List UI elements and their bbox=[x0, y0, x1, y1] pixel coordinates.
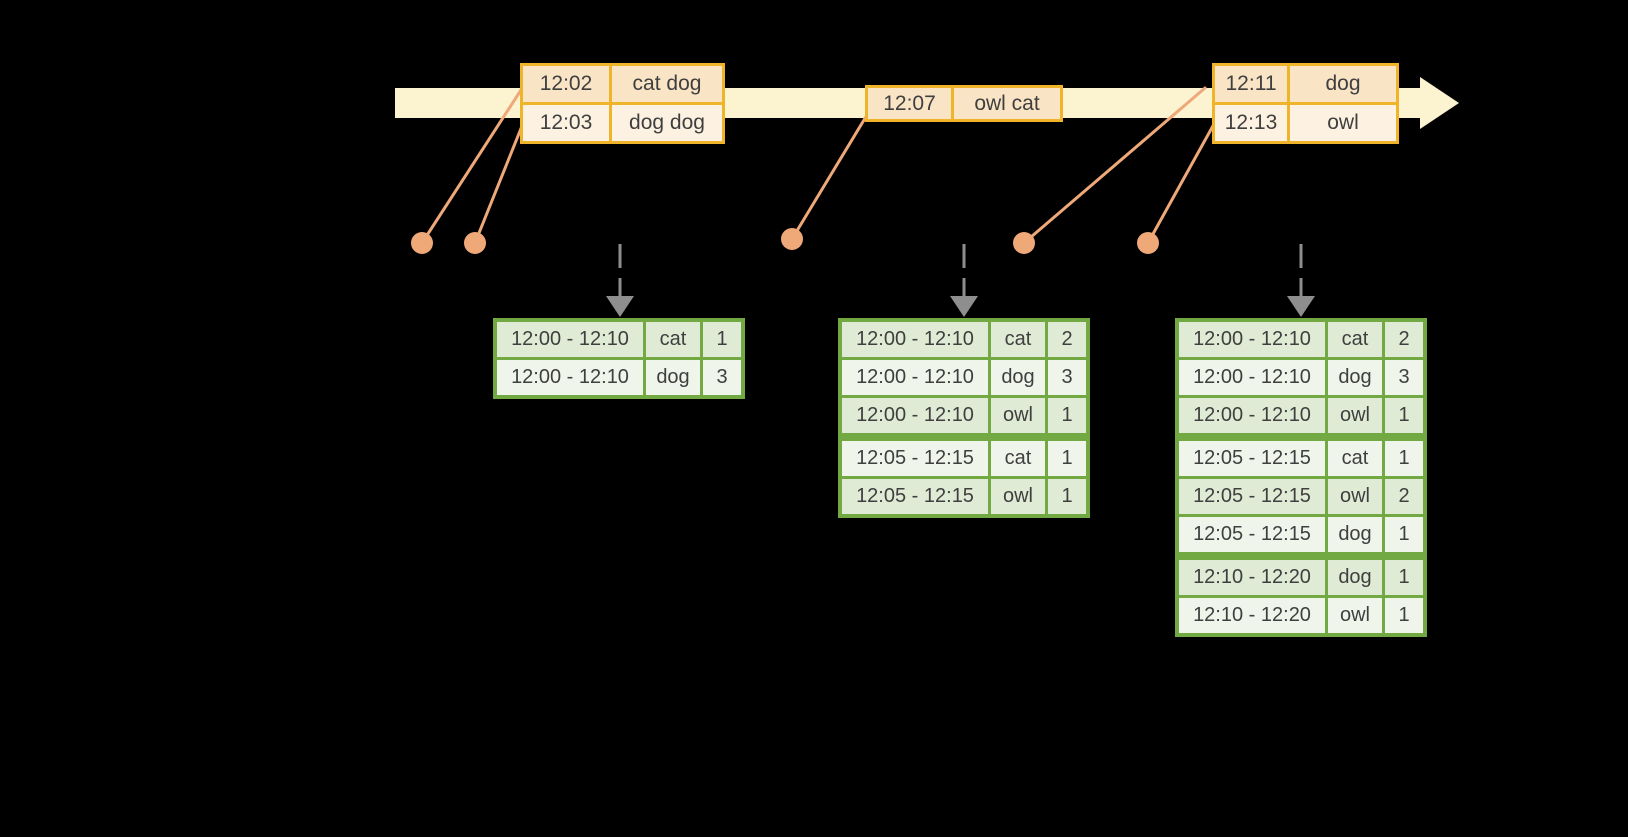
event-connector bbox=[473, 124, 524, 245]
event-table-2: 12:07 owl cat bbox=[865, 85, 1063, 122]
window-cell: 12:00 - 12:10 bbox=[1179, 322, 1325, 357]
result-row: 12:00 - 12:10 cat 2 bbox=[842, 322, 1086, 357]
event-words-cell: owl cat bbox=[954, 88, 1060, 119]
result-row: 12:10 - 12:20 owl 1 bbox=[1179, 598, 1423, 633]
event-dot bbox=[1137, 232, 1159, 254]
event-connector bbox=[1022, 86, 1207, 245]
timeline-arrowhead-icon bbox=[1420, 77, 1459, 129]
count-cell: 2 bbox=[1048, 322, 1086, 357]
window-cell: 12:00 - 12:10 bbox=[842, 398, 988, 433]
window-cell: 12:10 - 12:20 bbox=[1179, 598, 1325, 633]
event-table-3: 12:11 dog 12:13 owl bbox=[1212, 63, 1399, 144]
count-cell: 1 bbox=[1048, 398, 1086, 433]
trigger-arrowhead-icon bbox=[1287, 296, 1315, 317]
word-cell: cat bbox=[991, 441, 1045, 476]
event-words-cell: dog dog bbox=[612, 105, 722, 141]
trigger-arrowhead-icon bbox=[606, 296, 634, 317]
event-time-cell: 12:02 bbox=[523, 66, 609, 102]
result-table-2: 12:00 - 12:10 cat 2 12:00 - 12:10 dog 3 … bbox=[838, 318, 1090, 518]
result-row: 12:05 - 12:15 owl 2 bbox=[1179, 479, 1423, 514]
result-row: 12:05 - 12:15 cat 1 bbox=[1179, 441, 1423, 476]
event-connector bbox=[1146, 122, 1216, 245]
result-row: 12:00 - 12:10 cat 1 bbox=[497, 322, 741, 357]
window-cell: 12:05 - 12:15 bbox=[842, 441, 988, 476]
word-cell: owl bbox=[1328, 398, 1382, 433]
count-cell: 1 bbox=[1385, 598, 1423, 633]
result-table-3: 12:00 - 12:10 cat 2 12:00 - 12:10 dog 3 … bbox=[1175, 318, 1427, 637]
count-cell: 1 bbox=[1385, 398, 1423, 433]
count-cell: 2 bbox=[1385, 322, 1423, 357]
window-cell: 12:00 - 12:10 bbox=[497, 322, 643, 357]
word-cell: dog bbox=[1328, 560, 1382, 595]
word-cell: dog bbox=[1328, 517, 1382, 552]
count-cell: 3 bbox=[1385, 360, 1423, 395]
event-words-cell: cat dog bbox=[612, 66, 722, 102]
event-words-cell: owl bbox=[1290, 105, 1396, 141]
count-cell: 1 bbox=[1385, 517, 1423, 552]
count-cell: 1 bbox=[1385, 560, 1423, 595]
event-words-cell: dog bbox=[1290, 66, 1396, 102]
count-cell: 2 bbox=[1385, 479, 1423, 514]
event-time-cell: 12:13 bbox=[1215, 105, 1287, 141]
window-cell: 12:10 - 12:20 bbox=[1179, 560, 1325, 595]
count-cell: 1 bbox=[703, 322, 741, 357]
word-cell: cat bbox=[991, 322, 1045, 357]
event-dot bbox=[464, 232, 486, 254]
result-row: 12:00 - 12:10 cat 2 bbox=[1179, 322, 1423, 357]
count-cell: 3 bbox=[1048, 360, 1086, 395]
count-cell: 1 bbox=[1385, 441, 1423, 476]
word-cell: cat bbox=[1328, 322, 1382, 357]
result-row: 12:10 - 12:20 dog 1 bbox=[1179, 560, 1423, 595]
event-dot bbox=[1013, 232, 1035, 254]
window-cell: 12:00 - 12:10 bbox=[842, 360, 988, 395]
result-row: 12:05 - 12:15 owl 1 bbox=[842, 479, 1086, 514]
result-row: 12:00 - 12:10 dog 3 bbox=[497, 360, 741, 395]
word-cell: dog bbox=[1328, 360, 1382, 395]
result-row: 12:05 - 12:15 cat 1 bbox=[842, 441, 1086, 476]
result-row: 12:00 - 12:10 owl 1 bbox=[1179, 398, 1423, 433]
event-time-cell: 12:11 bbox=[1215, 66, 1287, 102]
event-time-cell: 12:07 bbox=[868, 88, 951, 119]
result-row: 12:00 - 12:10 dog 3 bbox=[842, 360, 1086, 395]
result-row: 12:00 - 12:10 dog 3 bbox=[1179, 360, 1423, 395]
event-dot bbox=[781, 228, 803, 250]
result-row: 12:05 - 12:15 dog 1 bbox=[1179, 517, 1423, 552]
event-table-1: 12:02 cat dog 12:03 dog dog bbox=[520, 63, 725, 144]
word-cell: dog bbox=[991, 360, 1045, 395]
event-dot bbox=[411, 232, 433, 254]
window-cell: 12:05 - 12:15 bbox=[1179, 517, 1325, 552]
word-cell: owl bbox=[991, 398, 1045, 433]
window-cell: 12:05 - 12:15 bbox=[1179, 441, 1325, 476]
window-cell: 12:00 - 12:10 bbox=[1179, 398, 1325, 433]
event-time-cell: 12:03 bbox=[523, 105, 609, 141]
word-cell: cat bbox=[1328, 441, 1382, 476]
trigger-arrowhead-icon bbox=[950, 296, 978, 317]
result-table-1: 12:00 - 12:10 cat 1 12:00 - 12:10 dog 3 bbox=[493, 318, 745, 399]
count-cell: 1 bbox=[1048, 441, 1086, 476]
count-cell: 1 bbox=[1048, 479, 1086, 514]
result-row: 12:00 - 12:10 owl 1 bbox=[842, 398, 1086, 433]
window-cell: 12:05 - 12:15 bbox=[842, 479, 988, 514]
window-cell: 12:00 - 12:10 bbox=[842, 322, 988, 357]
window-cell: 12:05 - 12:15 bbox=[1179, 479, 1325, 514]
word-cell: owl bbox=[991, 479, 1045, 514]
event-connector bbox=[420, 88, 523, 245]
window-cell: 12:00 - 12:10 bbox=[497, 360, 643, 395]
word-cell: owl bbox=[1328, 598, 1382, 633]
word-cell: cat bbox=[646, 322, 700, 357]
word-cell: owl bbox=[1328, 479, 1382, 514]
word-cell: dog bbox=[646, 360, 700, 395]
window-cell: 12:00 - 12:10 bbox=[1179, 360, 1325, 395]
event-connector bbox=[790, 113, 869, 241]
count-cell: 3 bbox=[703, 360, 741, 395]
